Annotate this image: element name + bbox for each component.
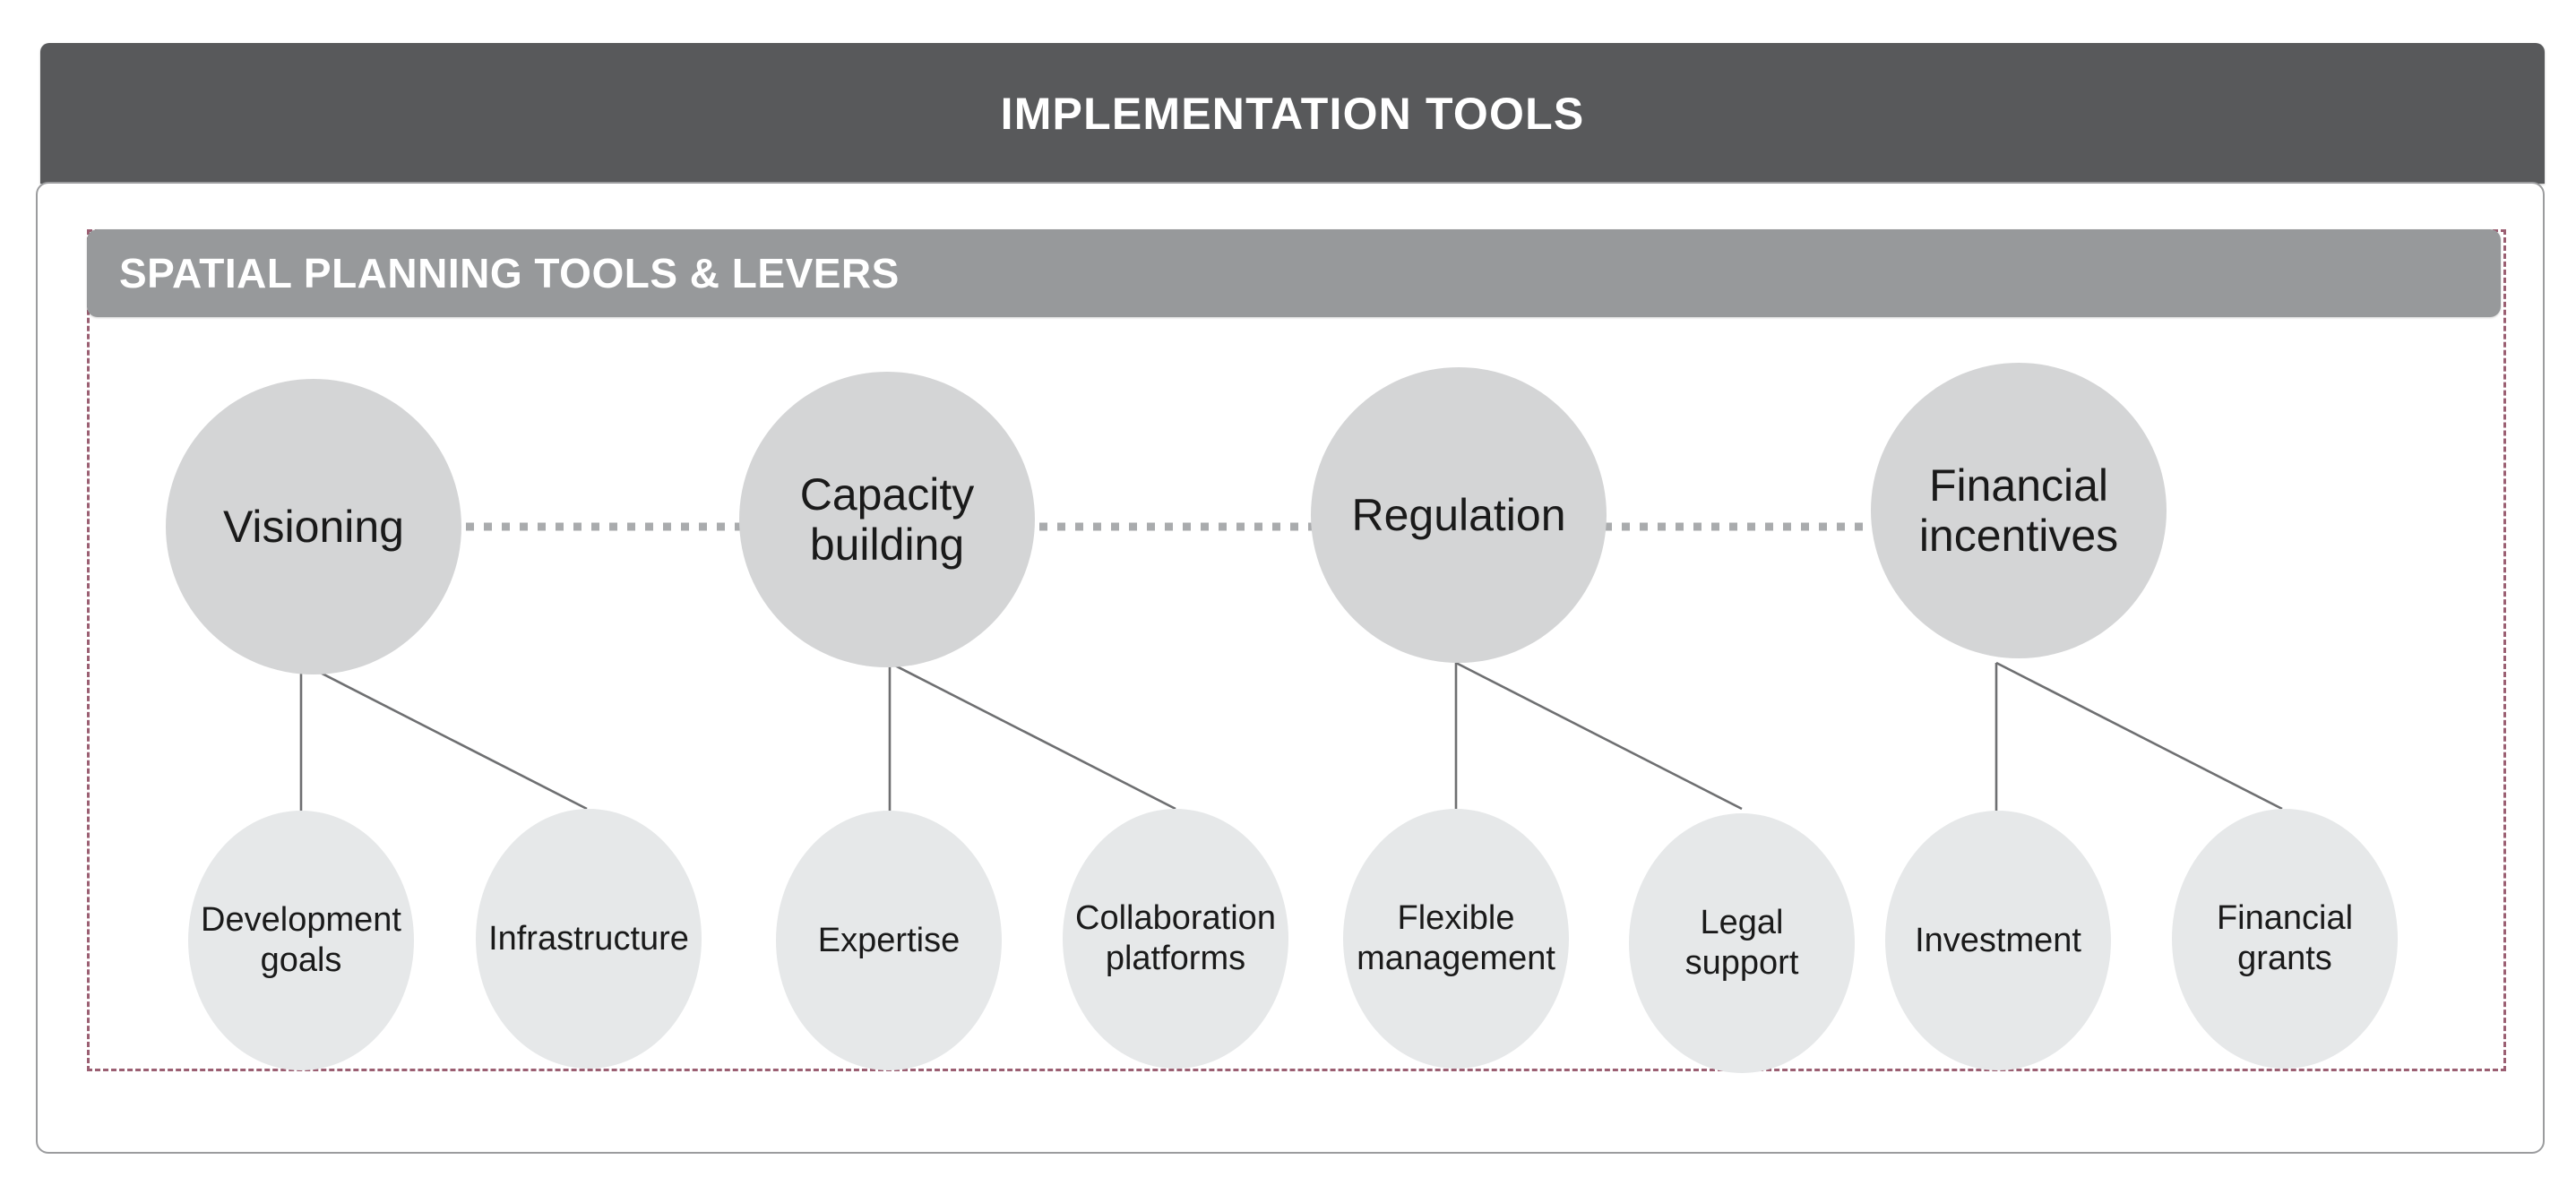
node-flexible-management[interactable]: Flexible management <box>1343 809 1569 1069</box>
node-label: Infrastructure <box>488 919 689 958</box>
section-title: SPATIAL PLANNING TOOLS & LEVERS <box>119 250 900 296</box>
node-visioning[interactable]: Visioning <box>166 379 461 674</box>
node-investment[interactable]: Investment <box>1885 811 2111 1070</box>
node-label: Capacity building <box>799 469 975 570</box>
node-development-goals[interactable]: Development goals <box>188 811 414 1070</box>
node-label: Investment <box>1915 921 2081 959</box>
node-label: Flexible management <box>1357 899 1555 977</box>
node-financial-grants[interactable]: Financial grants <box>2172 809 2398 1069</box>
node-label: Legal support <box>1684 904 1799 982</box>
node-label: Collaboration platforms <box>1075 899 1276 977</box>
node-legal-support[interactable]: Legal support <box>1629 813 1855 1073</box>
node-label: Regulation <box>1351 490 1566 540</box>
node-regulation[interactable]: Regulation <box>1311 367 1607 663</box>
node-infrastructure[interactable]: Infrastructure <box>476 809 702 1069</box>
node-label: Financial grants <box>2216 899 2354 977</box>
spatial-planning-region <box>87 229 2506 1071</box>
node-collaboration-platforms[interactable]: Collaboration platforms <box>1063 809 1288 1069</box>
header-bar: IMPLEMENTATION TOOLS <box>40 43 2545 184</box>
node-label: Financial incentives <box>1918 460 2119 561</box>
node-label: Development goals <box>201 901 401 979</box>
node-label: Visioning <box>222 502 404 552</box>
node-capacity-building[interactable]: Capacity building <box>739 372 1035 667</box>
node-expertise[interactable]: Expertise <box>776 811 1002 1070</box>
node-financial-incentives[interactable]: Financial incentives <box>1871 363 2167 658</box>
page-title: IMPLEMENTATION TOOLS <box>1000 88 1585 139</box>
section-header-bar: SPATIAL PLANNING TOOLS & LEVERS <box>87 229 2501 317</box>
node-label: Expertise <box>817 921 961 959</box>
